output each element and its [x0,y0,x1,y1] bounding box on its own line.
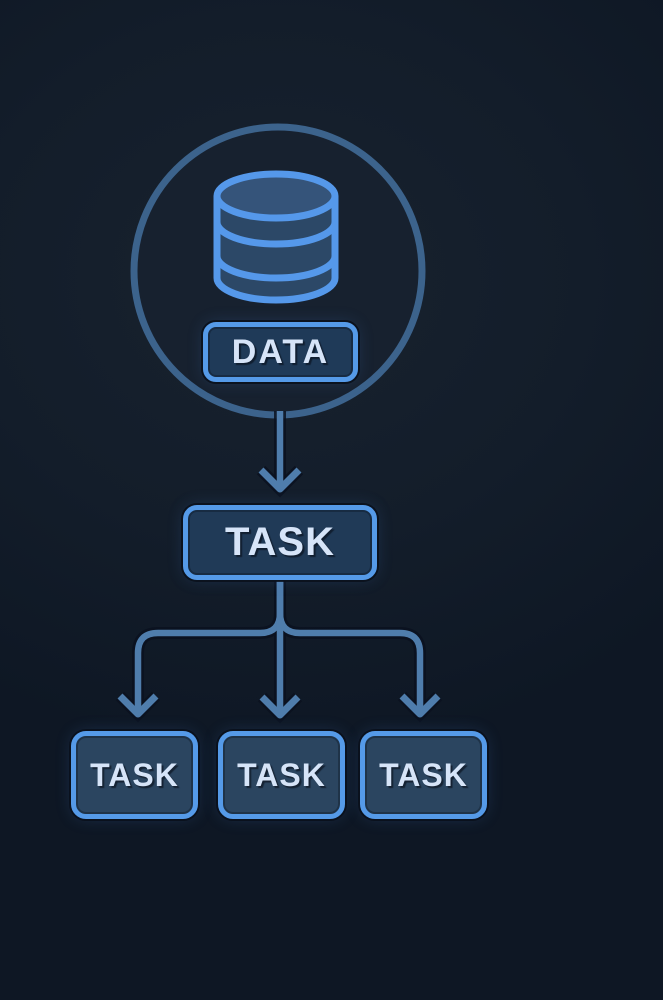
node-child-task-2-label: TASK [237,756,326,793]
node-child-task-2: TASK [218,731,345,819]
database-icon [213,170,339,304]
arrow-down-icon [399,693,441,718]
arrow-down-icon [259,694,301,719]
node-child-task-3-label: TASK [379,756,468,793]
arrow-down-icon [258,467,302,493]
node-child-task-1: TASK [71,731,198,819]
node-child-task-1-label: TASK [90,756,179,793]
arrow-down-icon [117,693,159,718]
node-root-task-label: TASK [225,520,335,564]
node-root-task: TASK [183,505,377,580]
connector-task-to-child-3 [276,581,441,718]
node-data: DATA [203,322,358,382]
connector-source-to-task [258,411,302,493]
node-child-task-3: TASK [360,731,487,819]
node-data-label: DATA [231,332,330,371]
